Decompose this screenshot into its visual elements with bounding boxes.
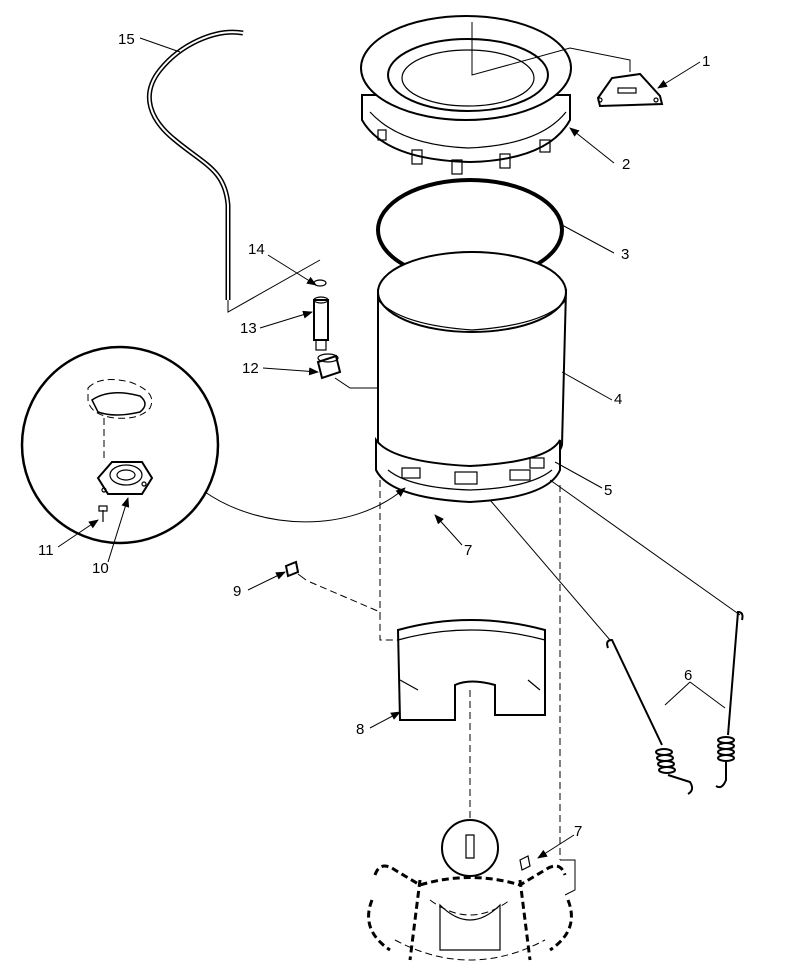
callout-11: 11 [38,542,54,559]
drive-assembly [367,819,576,961]
part-12-grommet [316,353,342,380]
callout-2: 2 [622,156,630,173]
part-8-shield [396,619,546,860]
callout-8: 8 [356,721,364,738]
callout-10: 10 [92,560,109,577]
callout-3: 3 [621,246,629,263]
part-2-tub-ring [360,15,631,175]
callout-9: 9 [233,583,241,600]
callout-12: 12 [242,360,259,377]
leader-lines [57,37,701,859]
callout-7-upper: 7 [464,542,472,559]
callout-7-lower: 7 [574,823,582,840]
callout-14: 14 [248,241,265,258]
callout-5: 5 [604,482,612,499]
callout-6: 6 [684,667,692,684]
part-15-hose [146,29,321,313]
part-9-screw [284,560,398,641]
callout-labels: 1 2 3 4 5 6 7 7 8 9 10 11 12 13 14 15 [38,31,710,840]
inset-detail [20,345,406,545]
part-13-valve [313,296,329,351]
part-4-tub [334,251,568,480]
part-6-springs [489,479,744,795]
part-5-tub-base [375,436,561,860]
part-1-clip [596,72,664,108]
callout-1: 1 [702,53,710,70]
callout-15: 15 [118,31,135,48]
callout-4: 4 [614,391,622,408]
callout-13: 13 [240,320,257,337]
